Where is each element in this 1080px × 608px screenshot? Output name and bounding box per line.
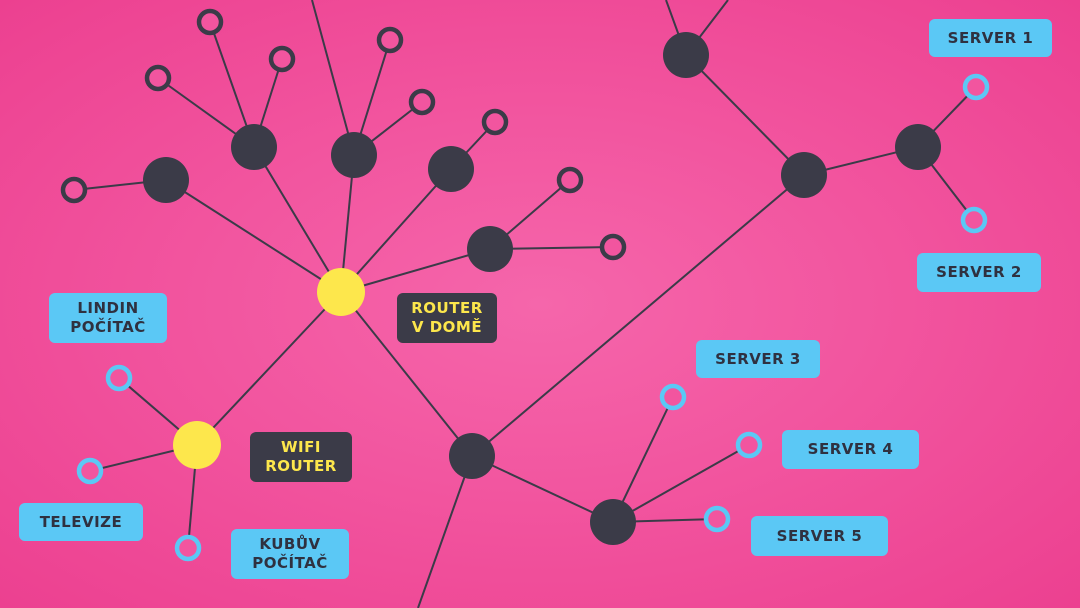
endpoint-ring bbox=[556, 166, 584, 194]
lindin-computer-ring bbox=[105, 364, 133, 392]
router-home-label-line2: V DOMĚ bbox=[411, 318, 483, 336]
server-1-label-text: SERVER 1 bbox=[947, 28, 1034, 47]
edge bbox=[340, 248, 491, 293]
endpoint-ring bbox=[481, 108, 509, 136]
endpoint-ring bbox=[408, 88, 436, 116]
home-router-node bbox=[317, 268, 365, 316]
hub-node bbox=[467, 226, 513, 272]
edge bbox=[253, 146, 342, 293]
server-2-label: SERVER 2 bbox=[917, 253, 1041, 292]
hub-node bbox=[663, 32, 709, 78]
edge bbox=[471, 455, 614, 523]
hub-node bbox=[449, 433, 495, 479]
server-5-label: SERVER 5 bbox=[751, 516, 888, 556]
tv-label-text: TELEVIZE bbox=[39, 512, 123, 531]
router-home-label-line1: ROUTER bbox=[411, 299, 483, 317]
tv-ring bbox=[76, 457, 104, 485]
edge bbox=[196, 291, 342, 446]
server-1-label: SERVER 1 bbox=[929, 19, 1052, 57]
nodes bbox=[60, 8, 990, 562]
kubuv-label-line2: POČÍTAČ bbox=[252, 554, 328, 572]
hub-node bbox=[143, 157, 189, 203]
edge bbox=[612, 444, 750, 523]
wifi-router-label: WIFI ROUTER bbox=[250, 432, 352, 482]
server-2-ring bbox=[960, 206, 988, 234]
endpoint-ring bbox=[376, 26, 404, 54]
kubuv-label-line1: KUBŮV bbox=[259, 535, 321, 553]
hub-node bbox=[895, 124, 941, 170]
edge bbox=[340, 168, 452, 293]
server-5-label-text: SERVER 5 bbox=[776, 526, 863, 545]
kubuv-computer-ring bbox=[174, 534, 202, 562]
endpoint-ring bbox=[599, 233, 627, 261]
edge bbox=[685, 54, 805, 176]
tv-label: TELEVIZE bbox=[19, 503, 143, 541]
edge bbox=[417, 455, 473, 608]
server-1-ring bbox=[962, 73, 990, 101]
server-3-ring bbox=[659, 383, 687, 411]
wifi-router-label-line1: WIFI bbox=[281, 438, 321, 456]
lindin-label-line1: LINDIN bbox=[77, 299, 139, 317]
server-2-label-text: SERVER 2 bbox=[936, 263, 1022, 281]
router-home-label: ROUTER V DOMĚ bbox=[397, 293, 497, 343]
lindin-label-line2: POČÍTAČ bbox=[70, 318, 146, 336]
kubuv-computer-label: KUBŮV POČÍTAČ bbox=[231, 529, 349, 579]
endpoint-ring bbox=[144, 64, 172, 92]
wifi-router-node bbox=[173, 421, 221, 469]
server-3-label: SERVER 3 bbox=[696, 340, 820, 378]
server-4-label: SERVER 4 bbox=[782, 430, 919, 469]
wifi-router-label-line2: ROUTER bbox=[265, 457, 337, 475]
edge bbox=[340, 291, 473, 457]
edge bbox=[471, 174, 805, 457]
endpoint-ring bbox=[196, 8, 224, 36]
hub-node bbox=[231, 124, 277, 170]
server-4-ring bbox=[735, 431, 763, 459]
hub-node bbox=[590, 499, 636, 545]
hub-node bbox=[428, 146, 474, 192]
endpoint-ring bbox=[268, 45, 296, 73]
hub-node bbox=[781, 152, 827, 198]
edge bbox=[612, 396, 674, 523]
edge bbox=[165, 179, 342, 293]
server-3-label-text: SERVER 3 bbox=[715, 349, 801, 368]
endpoint-ring bbox=[60, 176, 88, 204]
lindin-computer-label: LINDIN POČÍTAČ bbox=[49, 293, 167, 343]
edge bbox=[311, 0, 355, 156]
hub-node bbox=[331, 132, 377, 178]
server-4-label-text: SERVER 4 bbox=[807, 440, 894, 458]
server-5-ring bbox=[703, 505, 731, 533]
